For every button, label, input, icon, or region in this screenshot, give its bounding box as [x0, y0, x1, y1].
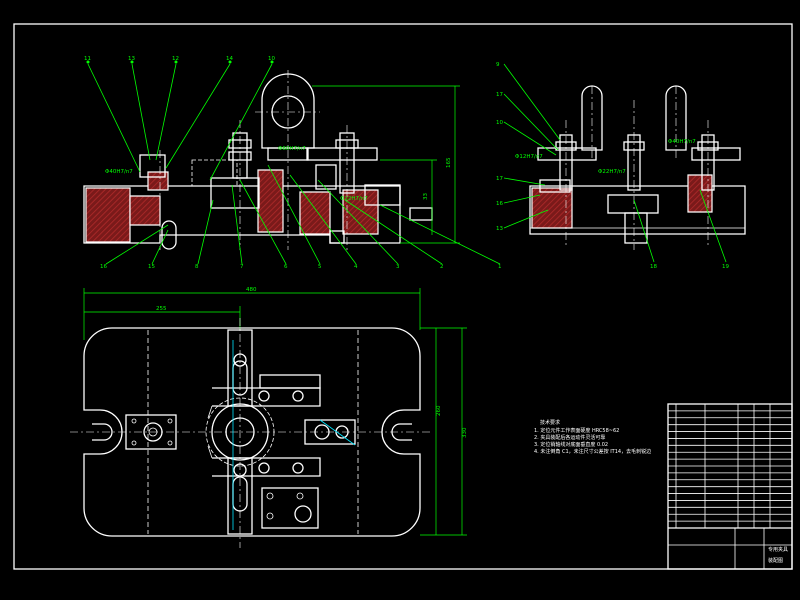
dim-half-width: 255 [156, 306, 167, 312]
fit-front-mid: Φ60H7/n7 [278, 146, 306, 152]
balloon-side-3: 17 [496, 176, 503, 182]
dim-front-height: 165 [446, 157, 452, 168]
balloon-bottom-0: 16 [100, 264, 107, 270]
balloon-side-1: 17 [496, 92, 503, 98]
balloon-bottom-3: 7 [240, 264, 244, 270]
balloon-bottom-7: 3 [396, 264, 400, 270]
tech-requirements: 技术要求 1. 定位元件工作表面硬度 HRC58~62 2. 夹具装配后各运动件… [534, 419, 651, 455]
fit-side-mid: Φ22H7/n7 [598, 169, 626, 175]
balloon-bottom-4: 6 [284, 264, 288, 270]
balloon-side-0: 9 [496, 62, 500, 68]
dim-front-gap: 33 [423, 193, 429, 200]
balloon-top-2: 12 [172, 56, 179, 62]
balloon-side-5: 13 [496, 226, 503, 232]
balloon-bottom-8: 2 [440, 264, 444, 270]
title-block: 专用夹具 装配图 [667, 403, 793, 570]
balloon-bottom-5: 5 [318, 264, 322, 270]
balloon-top-0: 11 [84, 56, 91, 62]
drawing-frame [13, 23, 793, 570]
tech-req-line-2: 3. 定位销轴线对底面垂直度 0.02 [534, 441, 608, 448]
balloon-side-2: 10 [496, 120, 503, 126]
balloon-bottom-2: 8 [195, 264, 199, 270]
balloon-bottom-6: 4 [354, 264, 358, 270]
dim-overall-width: 480 [246, 287, 257, 293]
dim-overall-height: 330 [462, 427, 468, 438]
balloon-side-bottom-0: 18 [650, 264, 657, 270]
tech-req-line-3: 4. 未注倒角 C1，未注尺寸公差按 IT14，去毛刺锐边 [534, 448, 651, 455]
side-view: Φ12H7/n7 Φ22H7/n7 Φ40H7/n7 9 17 10 17 16… [496, 62, 746, 270]
balloon-bottom-1: 15 [148, 264, 155, 270]
fit-front-left: Φ40H7/n7 [105, 169, 133, 175]
fit-front-right: Φ22H7/n7 [340, 196, 368, 202]
balloon-side-4: 16 [496, 201, 503, 207]
balloon-side-bottom-1: 19 [722, 264, 729, 270]
plan-view: 480 255 260 330 [70, 287, 468, 548]
fit-side-right: Φ40H7/n7 [668, 139, 696, 145]
dim-inner-height: 260 [436, 405, 442, 416]
balloon-top-4: 10 [268, 56, 275, 62]
title-drawing-name: 专用夹具 [768, 546, 788, 553]
balloon-bottom-9: 1 [498, 264, 502, 270]
title-drawing-no: 装配图 [768, 557, 783, 564]
tech-req-line-1: 2. 夹具装配后各运动件灵活可靠 [534, 434, 605, 441]
balloon-top-1: 13 [128, 56, 135, 62]
front-view: 165 33 Φ40H7/n7 Φ60H7/n7 Φ22H7/n7 11 13 … [83, 56, 502, 270]
balloon-top-3: 14 [226, 56, 233, 62]
tech-req-title: 技术要求 [540, 419, 560, 426]
fit-side-left: Φ12H7/n7 [515, 154, 543, 160]
tech-req-line-0: 1. 定位元件工作表面硬度 HRC58~62 [534, 427, 619, 434]
